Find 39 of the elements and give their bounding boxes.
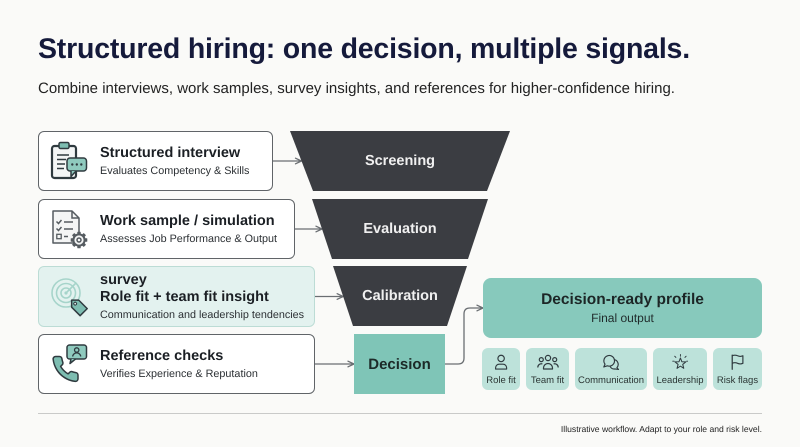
arrow [445, 304, 484, 365]
chip-label: Communication [578, 375, 644, 386]
card-title: Reference checks [100, 348, 224, 364]
footnote: Illustrative workflow. Adapt to your role and risk level. [560, 424, 762, 435]
card-description: Verifies Experience & Reputation [100, 366, 258, 380]
signal-chip [713, 348, 762, 390]
card-title: Role fit + team fit insight [100, 288, 270, 306]
chip-label: Leadership [656, 375, 704, 386]
stage-label: Decision [368, 356, 431, 372]
card-description: Evaluates Competency & Skills [100, 164, 250, 178]
arrow [315, 360, 355, 368]
arrow [315, 293, 344, 300]
arrow [273, 158, 302, 164]
stage-label: Evaluation [363, 221, 437, 237]
stage-label: Screening [364, 153, 436, 169]
page-title: Structured hiring: one decision, multiple signals. [38, 32, 690, 67]
panel-title: Decision-ready profile [541, 290, 704, 309]
chip-label: Risk flags [716, 375, 758, 386]
card-title: survey [100, 272, 148, 288]
source-card [38, 334, 315, 394]
signal-chip [526, 348, 569, 390]
output-panel [483, 278, 762, 338]
subtitle: Combine interviews, work samples, survey insights, and references for higher-confidence hiring. [38, 79, 675, 98]
source-card [38, 131, 273, 191]
signal-chip [653, 348, 707, 390]
card-title: Work sample / simulation [100, 212, 276, 230]
card-description: Assesses Job Performance & Output [100, 232, 278, 246]
card-description: Communication and leadership tendencies [100, 308, 304, 322]
decision-box [354, 334, 445, 394]
arrow [295, 226, 323, 232]
source-card [38, 266, 315, 327]
chip-label: Team fit [530, 375, 564, 386]
card-title: Structured interview [100, 144, 242, 162]
chip-label: Role fit [486, 375, 516, 386]
signal-chip [482, 348, 520, 390]
signal-chip [575, 348, 647, 390]
source-card [38, 199, 295, 259]
stage-label: Calibration [362, 288, 438, 304]
panel-subtitle: Final output [591, 311, 654, 326]
